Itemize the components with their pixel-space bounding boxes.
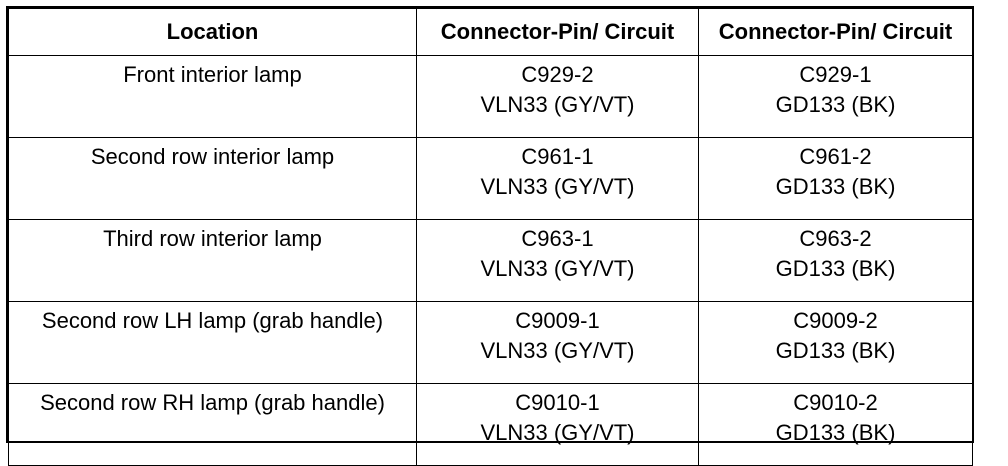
location-cell: Third row interior lamp [8,219,417,302]
connector-pin: C9009-1 [515,308,600,333]
circuit: GD133 (BK) [775,338,896,363]
connector-pin-table: Location Connector-Pin/ Circuit Connecto… [8,8,973,466]
location-text: Second row RH lamp (grab handle) [40,390,385,415]
location-cell: Second row LH lamp (grab handle) [8,301,417,384]
table-row: Second row RH lamp (grab handle) C9010-1… [8,383,973,466]
connector-pin: C929-1 [799,62,872,87]
circuit: GD133 (BK) [775,92,896,117]
circuit: VLN33 (GY/VT) [480,338,635,363]
circuit: VLN33 (GY/VT) [480,92,635,117]
circuit: VLN33 (GY/VT) [480,256,635,281]
header-location: Location [8,8,417,56]
circuit: VLN33 (GY/VT) [480,174,635,199]
circuit: GD133 (BK) [775,256,896,281]
location-cell: Front interior lamp [8,55,417,138]
connector-pin: C9010-2 [793,390,878,415]
location-text: Third row interior lamp [103,226,322,251]
connector-pin: C9009-2 [793,308,878,333]
connector-pin: C9010-1 [515,390,600,415]
connector-pin: C961-1 [521,144,594,169]
circuit: VLN33 (GY/VT) [480,420,635,445]
header-connector-pin-circuit-1: Connector-Pin/ Circuit [416,8,699,56]
location-cell: Second row interior lamp [8,137,417,220]
table-row: Second row LH lamp (grab handle) C9009-1… [8,301,973,384]
connector-pin: C929-2 [521,62,594,87]
header-connector-pin-circuit-2: Connector-Pin/ Circuit [698,8,973,56]
location-cell: Second row RH lamp (grab handle) [8,383,417,466]
connector-pin: C963-2 [799,226,872,251]
connector-pin: C961-2 [799,144,872,169]
connector-table-frame: Location Connector-Pin/ Circuit Connecto… [6,6,974,466]
location-text: Second row interior lamp [90,144,335,169]
location-text: Second row LH lamp (grab handle) [41,308,384,333]
circuit: GD133 (BK) [775,174,896,199]
connector-pin: C963-1 [521,226,594,251]
table-header-row: Location Connector-Pin/ Circuit Connecto… [8,8,973,56]
circuit: GD133 (BK) [775,420,896,445]
location-text: Front interior lamp [123,62,302,87]
